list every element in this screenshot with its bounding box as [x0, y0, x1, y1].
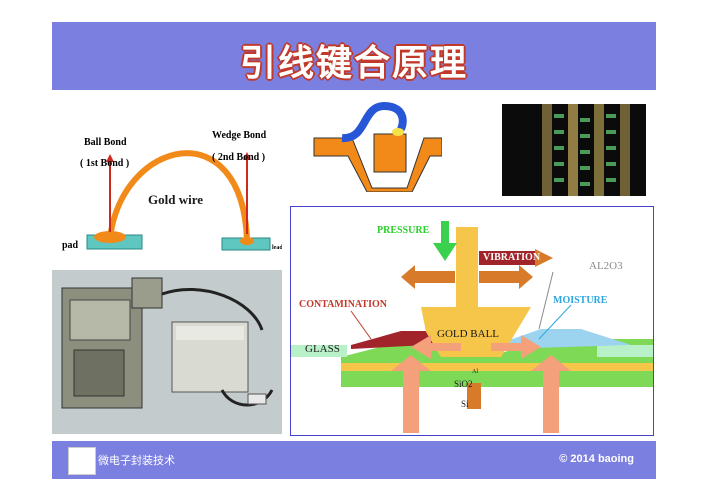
bonding-equipment-photo [52, 270, 282, 434]
wedge-bond-label: Wedge Bond [212, 130, 267, 141]
glass-label: GLASS [305, 343, 340, 355]
ball-bond-label: Ball Bond [84, 137, 127, 148]
bond-block [373, 133, 407, 173]
glass-layer [291, 345, 347, 357]
al-label: Al [472, 369, 478, 375]
slide-footer: 微电子封装技术 © 2014 baoing [52, 441, 656, 479]
slide-header: 引线键合原理 [52, 22, 656, 90]
gold-ball-label: GOLD BALL [437, 328, 499, 340]
footer-left-text: 微电子封装技术 [98, 454, 175, 467]
gold-wire-arc [107, 150, 250, 241]
small-cross-section-diagram [312, 100, 443, 193]
school-logo-icon [68, 447, 96, 475]
lead-label: lead [272, 245, 282, 251]
bonded-wires-photo [502, 104, 646, 196]
contamination-label: CONTAMINATION [299, 299, 388, 310]
sio2-label: SiO2 [454, 379, 473, 389]
si-label: Si [461, 399, 469, 409]
bonding-principle-diagram: PRESSURE VIBRATION AL2O3 CONTAMINATION M… [290, 206, 654, 436]
vibration-label: VIBRATION [483, 252, 541, 263]
footer-copyright: © 2014 baoing [559, 453, 634, 465]
ball-bond-shape [94, 231, 126, 243]
wedge-bond-shape [240, 237, 254, 245]
second-bond-label: ( 2nd Bond ) [212, 152, 265, 163]
pressure-label: PRESSURE [377, 225, 430, 236]
slide-title: 引线键合原理 [239, 43, 468, 84]
gold-wire-label: Gold wire [148, 192, 203, 207]
first-bond-label: ( 1st Bond ) [80, 158, 129, 169]
wire-bond-diagram: Ball Bond ( 1st Bond ) Wedge Bond ( 2nd … [52, 110, 283, 270]
al2o3-label: AL2O3 [589, 260, 623, 272]
pad-label: pad [62, 240, 79, 251]
moisture-label: MOISTURE [553, 295, 608, 306]
